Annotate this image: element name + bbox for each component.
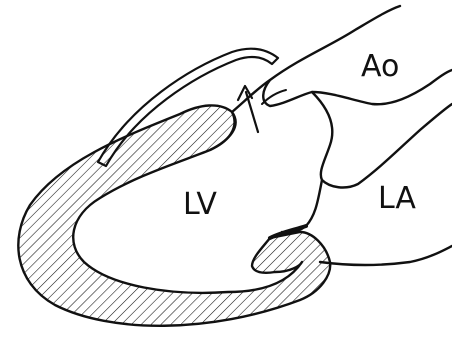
posterior-aortic-wall	[312, 92, 452, 187]
lv-myocardium	[18, 105, 330, 325]
aorta-outline	[263, 6, 452, 106]
label-aorta: Ao	[361, 49, 399, 84]
label-left-atrium: LA	[378, 181, 416, 216]
label-left-ventricle: LV	[183, 187, 217, 222]
